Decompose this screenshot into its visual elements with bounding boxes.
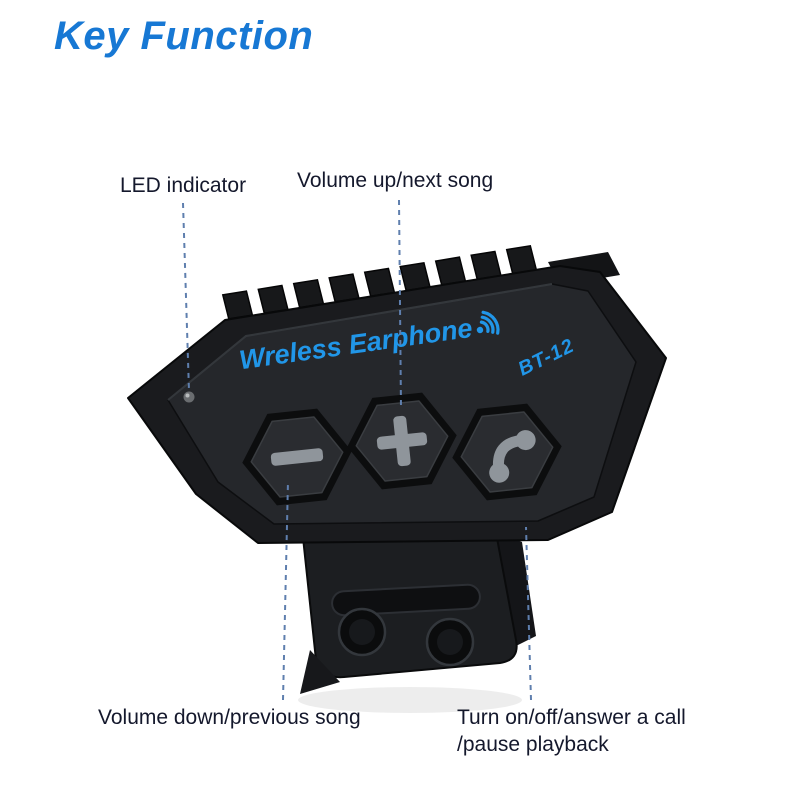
annotation-power-line1: Turn on/off/answer a call bbox=[457, 706, 686, 729]
annotation-power-line2: /pause playback bbox=[457, 733, 609, 756]
led-dot bbox=[183, 391, 195, 403]
phone-handset-icon bbox=[489, 430, 536, 483]
face-bevel-highlight bbox=[167, 283, 553, 401]
clip-arm bbox=[494, 530, 536, 648]
leader-power bbox=[525, 526, 532, 701]
call-button bbox=[452, 403, 562, 501]
volume-up-button bbox=[347, 392, 457, 490]
clip-tail bbox=[300, 650, 340, 694]
top-fins bbox=[221, 244, 538, 320]
volume-down-button bbox=[242, 408, 352, 506]
page-title: Key Function bbox=[54, 14, 314, 58]
minus-icon bbox=[270, 448, 324, 466]
leader-lines bbox=[182, 199, 532, 701]
clip-stud-right bbox=[425, 617, 475, 667]
leader-led bbox=[182, 202, 190, 392]
annotation-power: Turn on/off/answer a call /pause playbac… bbox=[457, 704, 686, 758]
signal-waves-icon bbox=[476, 310, 500, 335]
annotation-volume-up: Volume up/next song bbox=[297, 169, 494, 192]
device-shadow bbox=[298, 687, 522, 713]
clip-crossbar bbox=[331, 583, 481, 617]
leader-volume-up bbox=[398, 199, 402, 410]
plus-icon bbox=[376, 415, 428, 467]
annotation-volume-down: Volume down/previous song bbox=[98, 706, 361, 729]
leader-volume-down bbox=[282, 480, 289, 701]
clip-mount bbox=[300, 520, 536, 694]
annotation-led-indicator: LED indicator bbox=[120, 174, 247, 197]
clip-stud-left bbox=[337, 607, 387, 657]
